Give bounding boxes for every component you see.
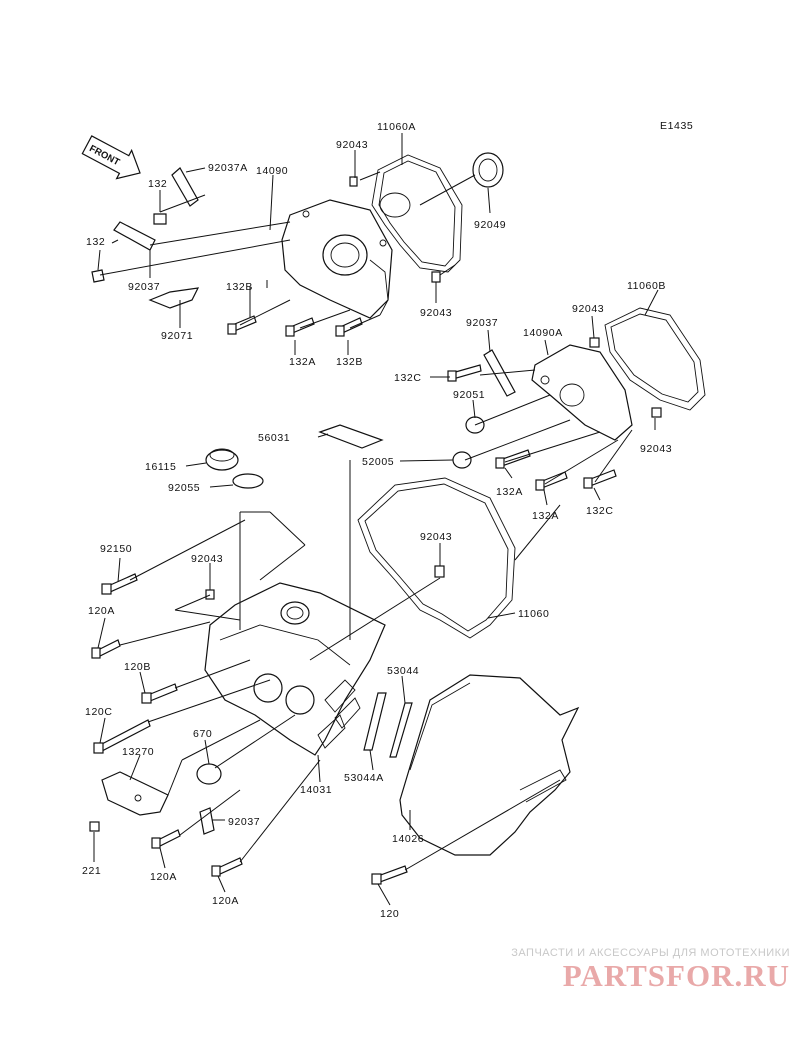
crankcase-cover-14031 [204,582,386,756]
bolt-132A-c [535,471,568,491]
label-plate-56031 [318,424,384,449]
part-label: 53044 [387,665,419,677]
dowel-92043-right-bottom [651,407,662,418]
part-label: 120A [212,895,239,907]
cover-14090 [281,199,393,319]
bolt-120 [371,865,408,885]
part-label: 92071 [161,330,193,342]
bolt-92150 [101,573,138,595]
part-label: 670 [193,728,212,740]
watermark-subtitle: ЗАПЧАСТИ И АКСЕССУАРЫ ДЛЯ МОТОТЕХНИКИ [511,947,790,959]
part-label: 120A [150,871,177,883]
part-label: 53044A [344,772,384,784]
bolt-132-a [153,213,167,225]
dowel-92043-right-top [589,337,600,348]
cap-16115 [205,448,239,471]
part-label: 120C [85,706,113,718]
part-label: 11060A [377,121,416,133]
leader-lines [93,133,659,906]
part-label: 92055 [168,482,200,494]
dowel-92043-middle [434,565,445,578]
clamp-92037-lower [199,807,215,835]
part-label: 132A [496,486,523,498]
part-label: 132C [394,372,422,384]
assembly-lines [99,171,633,871]
part-label: 92037 [228,816,260,828]
bolt-120A-b [151,829,181,849]
clamp-92037 [113,221,156,251]
part-label: 92043 [572,303,604,315]
front-arrow-icon: FRONT [81,135,141,180]
bolt-132C-top [447,364,482,382]
part-label: 92037 [128,281,160,293]
part-labels: 11060A 92043 14090 92037A 132 92049 132 … [82,121,672,920]
part-label: 14026 [392,833,424,845]
part-label: 13270 [122,746,154,758]
part-label: 120B [124,661,151,673]
part-label: 92043 [420,531,452,543]
part-label: 11060 [518,608,549,620]
bolt-132B-b [335,317,363,337]
pin-53044A [363,692,387,751]
bolt-132A-b [495,449,531,469]
seal-92049 [472,152,504,188]
part-label: 52005 [362,456,394,468]
plate-13270 [101,771,169,816]
part-label: 92043 [640,443,672,455]
part-label: 11060B [627,280,666,292]
part-label: 221 [82,865,101,877]
bolt-120B [141,683,178,704]
part-label: 14031 [300,784,332,796]
clamp-92037A [171,167,199,207]
part-label: 92043 [336,139,368,151]
part-label: 92051 [453,389,485,401]
gasket-11060B [604,307,706,411]
screw-221 [89,821,100,832]
dowel-92043-top [349,176,358,187]
bolt-132-b [91,269,105,283]
pin-53044 [389,702,413,758]
part-label: 132 [86,236,105,248]
part-label: 92043 [191,553,223,565]
part-label: 92150 [100,543,132,555]
part-label: 132A [289,356,316,368]
part-label: 14090 [256,165,288,177]
bolt-120A-c [211,857,243,877]
bolt-132A-a [285,317,315,337]
gasket-11060A [371,154,463,273]
oring-92055 [232,473,264,489]
part-label: 132C [586,505,614,517]
part-label: 120A [88,605,115,617]
part-label: 132B [336,356,363,368]
part-label: 132A [532,510,559,522]
dowel-92043-upper [431,271,441,283]
part-label: 14090A [523,327,563,339]
part-label: 92037 [466,317,498,329]
bolt-120A-a [91,639,121,659]
part-label: 16115 [145,461,176,473]
oring-52005 [452,451,472,469]
outer-cover-14026 [399,674,580,856]
gasket-11060 [357,477,516,639]
part-label: 132 [148,178,167,190]
dowel-92043-left [205,589,215,600]
part-label: 120 [380,908,399,920]
bolt-132C-bottom [583,469,617,489]
part-label: 92049 [474,219,506,231]
watermark-logo: PARTSFOR.RU [562,958,790,993]
plate-92071 [148,287,200,309]
part-label: 132B [226,281,253,293]
cover-14090A [531,344,633,441]
part-label: 92043 [420,307,452,319]
bolt-120C [93,719,151,754]
part-label: 92037A [208,162,248,174]
part-label: 56031 [258,432,290,444]
diagram-code: E1435 [660,120,693,132]
